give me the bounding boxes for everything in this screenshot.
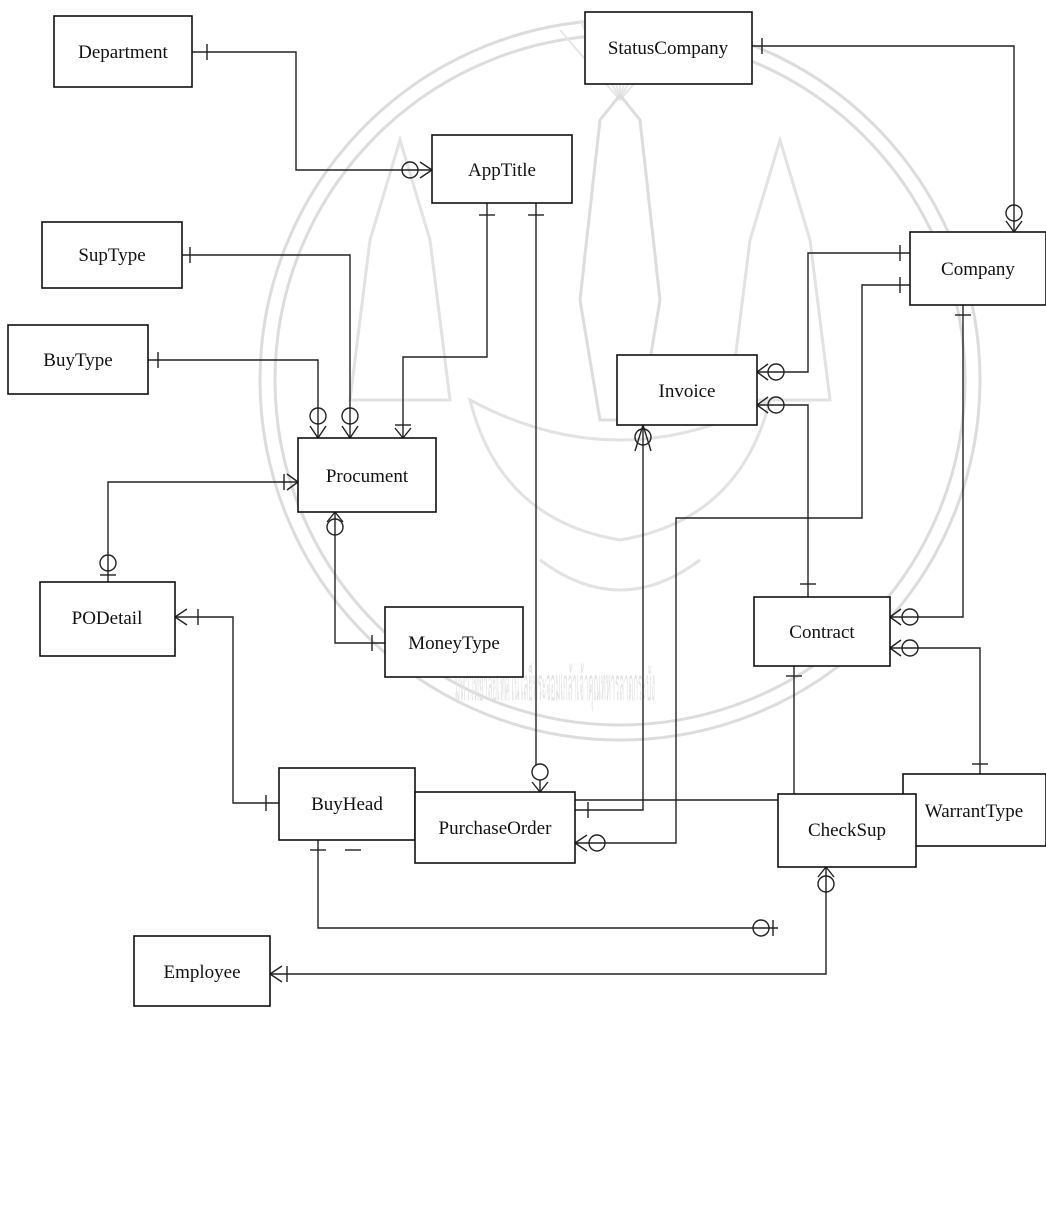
- entity-buy-head-label: BuyHead: [311, 794, 383, 815]
- entity-status-company-label: StatusCompany: [608, 38, 729, 59]
- relationship-lines: [99, 38, 1023, 983]
- entity-warrant-type-label: WarrantType: [925, 801, 1023, 822]
- entity-po-detail[interactable]: PODetail: [39, 581, 176, 657]
- entity-invoice-label: Invoice: [659, 381, 716, 402]
- entity-purchase-order[interactable]: PurchaseOrder: [414, 791, 576, 864]
- entity-purchase-order-label: PurchaseOrder: [439, 818, 553, 839]
- entity-contract[interactable]: Contract: [753, 596, 891, 667]
- entity-procument[interactable]: Procument: [297, 437, 437, 513]
- entity-po-detail-label: PODetail: [72, 608, 143, 629]
- entity-invoice[interactable]: Invoice: [616, 354, 758, 426]
- entity-buy-head[interactable]: BuyHead: [278, 767, 416, 841]
- entity-status-company[interactable]: StatusCompany: [584, 11, 753, 85]
- entity-check-sup-label: CheckSup: [808, 820, 886, 841]
- entity-contract-label: Contract: [789, 622, 855, 643]
- entity-warrant-type[interactable]: WarrantType: [902, 773, 1046, 847]
- entity-procument-label: Procument: [326, 466, 409, 487]
- entity-money-type[interactable]: MoneyType: [384, 606, 524, 678]
- entity-sup-type[interactable]: SupType: [41, 221, 183, 289]
- entity-employee[interactable]: Employee: [133, 935, 271, 1007]
- entity-sup-type-label: SupType: [78, 245, 145, 266]
- entity-company[interactable]: Company: [909, 231, 1046, 306]
- entity-buy-type-label: BuyType: [43, 350, 112, 371]
- entity-department-label: Department: [78, 42, 168, 63]
- entity-buy-type[interactable]: BuyType: [7, 324, 149, 395]
- entity-department[interactable]: Department: [53, 15, 193, 88]
- entity-app-title[interactable]: AppTitle: [431, 134, 573, 204]
- entity-company-label: Company: [941, 259, 1015, 280]
- entity-check-sup[interactable]: CheckSup: [777, 793, 917, 868]
- entity-app-title-label: AppTitle: [468, 160, 536, 181]
- entity-money-type-label: MoneyType: [408, 633, 500, 654]
- entity-employee-label: Employee: [163, 962, 240, 983]
